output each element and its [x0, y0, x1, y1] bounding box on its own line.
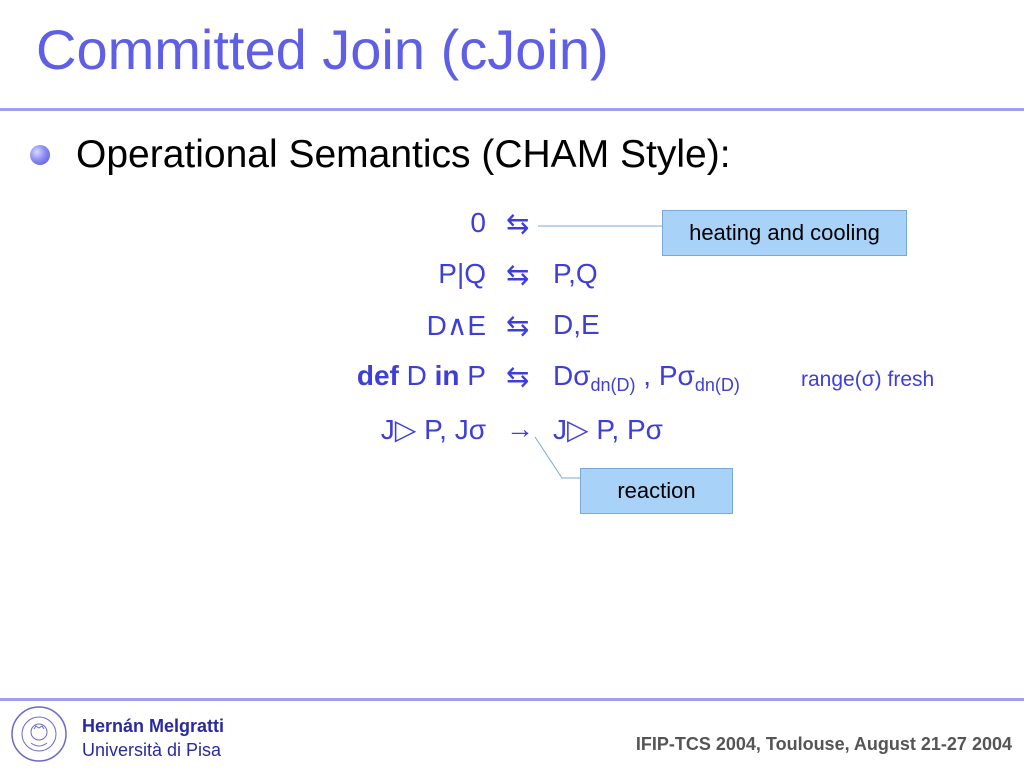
bullet-text: Operational Semantics (CHAM Style): [76, 133, 731, 176]
rule-2-op: ⇆ [506, 259, 530, 290]
bullet-icon [30, 145, 50, 165]
rule-2-lhs: P|Q [438, 258, 486, 289]
rule-5-op: → [506, 413, 534, 444]
rule-4-rhs-b: , Pσ [635, 360, 695, 391]
university-name: Università di Pisa [82, 740, 222, 760]
keyword-def: def [356, 360, 399, 391]
rule-1-lhs: 0 [470, 207, 486, 238]
keyword-in: in [434, 360, 460, 391]
rule-4-rhs-a: Dσ [553, 360, 591, 391]
rule-4-op: ⇆ [506, 361, 530, 392]
rule-2-rhs: P,Q [553, 258, 598, 289]
rule-5-lhs: J▷ P, Jσ [380, 414, 486, 445]
rule-4-lhs: def D in P [357, 360, 486, 392]
heating-cooling-callout: heating and cooling [662, 210, 907, 256]
footer-divider [0, 698, 1024, 701]
rule-3-lhs: D∧E [426, 310, 486, 341]
rule-4-rhs-b-sub: dn(D) [694, 375, 740, 395]
rule-4-lhs-mid: D [398, 360, 435, 391]
slide-title: Committed Join (cJoin) [36, 18, 609, 81]
rule-1-op: ⇆ [506, 208, 530, 239]
reaction-callout: reaction [580, 468, 733, 514]
fresh-note: range(σ) fresh [801, 368, 935, 391]
rule-4-lhs-end: P [459, 360, 486, 391]
rule-4-rhs: Dσdn(D) , Pσdn(D) [553, 360, 740, 396]
rule-4-rhs-a-sub: dn(D) [590, 375, 636, 395]
rule-3-op: ⇆ [506, 310, 530, 341]
event-info: IFIP-TCS 2004, Toulouse, August 21-27 20… [635, 734, 1012, 754]
rule-5-rhs: J▷ P, Pσ [553, 414, 663, 445]
title-divider [0, 108, 1024, 111]
university-seal-icon [11, 706, 67, 762]
rule-3-rhs: D,E [553, 309, 600, 340]
author-name: Hernán Melgratti [82, 716, 225, 736]
